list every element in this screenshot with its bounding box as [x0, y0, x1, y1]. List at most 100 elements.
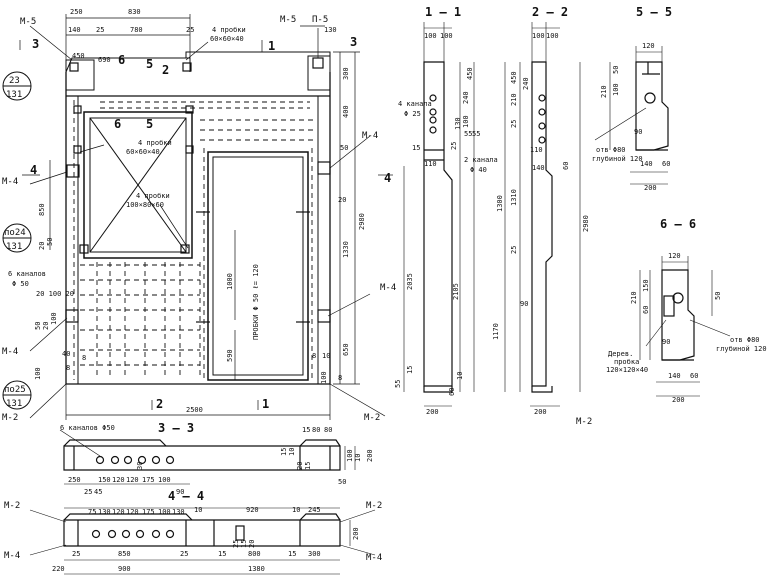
- marker-2-bottom: 2: [156, 397, 163, 411]
- dims-section-1-1: 100 100 450 240 130 100 25 55 55 15 110 …: [394, 32, 480, 416]
- main-elevation: [65, 51, 331, 385]
- callout-25-top: по25: [4, 385, 26, 395]
- s33-30: 30: [136, 462, 144, 470]
- marker-3-right: 3: [350, 35, 357, 49]
- note-plugs-top-size: 60×60×40: [210, 35, 244, 43]
- marker-1-bottom: 1: [262, 397, 269, 411]
- s11-55c: 55: [394, 380, 402, 388]
- s44-b25b: 25: [180, 550, 188, 558]
- mark-m4-lower-left: М-4: [2, 347, 18, 357]
- s22-200: 200: [534, 408, 547, 416]
- s66-120: 120: [668, 252, 681, 260]
- s66-210: 210: [630, 291, 638, 304]
- mark-m2-left: М-2: [2, 413, 18, 423]
- dim-2500: 2500: [186, 406, 203, 414]
- dim-400: 400: [342, 105, 350, 118]
- s66-60b: 60: [690, 372, 698, 380]
- s11-2105: 2105: [452, 283, 460, 300]
- s44-120b: 120: [126, 508, 139, 516]
- mark-m2-section: М-2: [576, 417, 592, 427]
- dim-2980: 2980: [358, 213, 366, 230]
- dim-250: 250: [70, 8, 83, 16]
- marker-6-top: 6: [118, 53, 125, 67]
- s33-r20: 20: [296, 462, 304, 470]
- note-depth-66: глубиной 120: [716, 345, 767, 353]
- dim-l100a: 100: [50, 312, 58, 325]
- section-6-6: [639, 256, 731, 397]
- s55-140: 140: [640, 160, 653, 168]
- s11-130: 130: [454, 117, 462, 130]
- dim-20: 20: [338, 196, 346, 204]
- s33-120a: 120: [112, 476, 125, 484]
- marker-6-inner: 6: [114, 117, 121, 131]
- note-plugs-top: 4 пробки: [212, 26, 246, 34]
- note-hole-55: отв Φ80: [596, 146, 626, 154]
- s44-245: 245: [308, 506, 321, 514]
- s33-100: 100: [158, 476, 171, 484]
- dim-1330: 1330: [342, 241, 350, 258]
- s11-25: 25: [450, 142, 458, 150]
- dims-section-3-3: 250 25 45 150 120 120 175 100 90 30 15 8…: [68, 426, 374, 496]
- note-2-channels-phi: Φ 40: [470, 166, 487, 174]
- s22-90: 90: [520, 300, 528, 308]
- s33-r80: 80: [312, 426, 320, 434]
- s44-130: 130: [98, 508, 111, 516]
- s55-100: 100: [612, 83, 620, 96]
- s22-140: 140: [532, 164, 545, 172]
- note-4-channels-phi: Φ 25: [404, 110, 421, 118]
- note-wood-plug-2: пробка: [614, 358, 639, 366]
- s55-120: 120: [642, 42, 655, 50]
- title-section-4-4: 4 — 4: [168, 489, 204, 503]
- title-section-6-6: 6 — 6: [660, 217, 696, 231]
- section-markers: 3 3 1 1 2 4 4 5 5 6 6 2: [30, 35, 391, 411]
- s22-2980: 2980: [582, 215, 590, 232]
- mark-m2-b44-right: М-2: [366, 501, 382, 511]
- s44-r200: 200: [352, 527, 360, 540]
- s11-110: 110: [424, 160, 437, 168]
- s33-r10: 10: [288, 448, 296, 456]
- s44-120a: 120: [112, 508, 125, 516]
- dim-l8: 8: [82, 354, 86, 362]
- callout-24-bottom: 131: [6, 242, 22, 252]
- s44-100: 100: [158, 508, 171, 516]
- note-plugs-100-size: 100×80×60: [126, 201, 164, 209]
- main-dimensions: 250 830 140 25 780 25 130 450 690 300 40…: [34, 8, 366, 414]
- dim-l20: 20: [38, 242, 46, 250]
- s44-b220: 220: [52, 565, 65, 573]
- s55-200: 200: [644, 184, 657, 192]
- s33-r100: 100: [346, 449, 354, 462]
- s33-r15c: 15: [304, 462, 312, 470]
- note-hole-66: отв Φ80: [730, 336, 760, 344]
- dims-section-4-4: 75 130 120 120 175 100 130 10 920 10 245…: [52, 506, 360, 573]
- leader-lines: [29, 25, 386, 419]
- s44-b15b: 15: [288, 550, 296, 558]
- s22-1170: 1170: [492, 323, 500, 340]
- title-section-1-1: 1 — 1: [425, 5, 461, 19]
- s44-r15: 15: [240, 540, 248, 548]
- note-4-channels: 4 канала: [398, 100, 432, 108]
- s22-25b: 25: [510, 246, 518, 254]
- dims-section-2-2: 100 100 450 210 240 25 1300 1310 25 110 …: [492, 32, 590, 416]
- mark-m4-inner: М-4: [362, 131, 378, 141]
- s44-r25: 25: [232, 540, 240, 548]
- s11-55a: 55: [464, 130, 472, 138]
- dims-section-6-6: 120 150 210 50 60 90 140 60 200: [630, 252, 722, 404]
- s44-r20: 20: [248, 540, 256, 548]
- s11-100a: 100: [424, 32, 437, 40]
- s33-r10b: 10: [354, 454, 362, 462]
- mark-m4-b44-right: М-4: [366, 553, 382, 563]
- mark-m5-right: М-5: [280, 15, 296, 25]
- s22-210: 210: [510, 93, 518, 106]
- section-3-3: [59, 429, 356, 485]
- callout-23-bottom: 131: [6, 90, 22, 100]
- note-wood-plug-size: 120×120×40: [606, 366, 648, 374]
- s55-210: 210: [600, 85, 608, 98]
- s11-100: 100: [462, 115, 470, 128]
- marker-4-right: 4: [384, 171, 391, 185]
- callout-circles: [2, 71, 32, 410]
- title-section-5-5: 5 — 5: [636, 5, 672, 19]
- s22-110: 110: [530, 146, 543, 154]
- dim-650: 650: [342, 343, 350, 356]
- section-4-4: [29, 507, 376, 575]
